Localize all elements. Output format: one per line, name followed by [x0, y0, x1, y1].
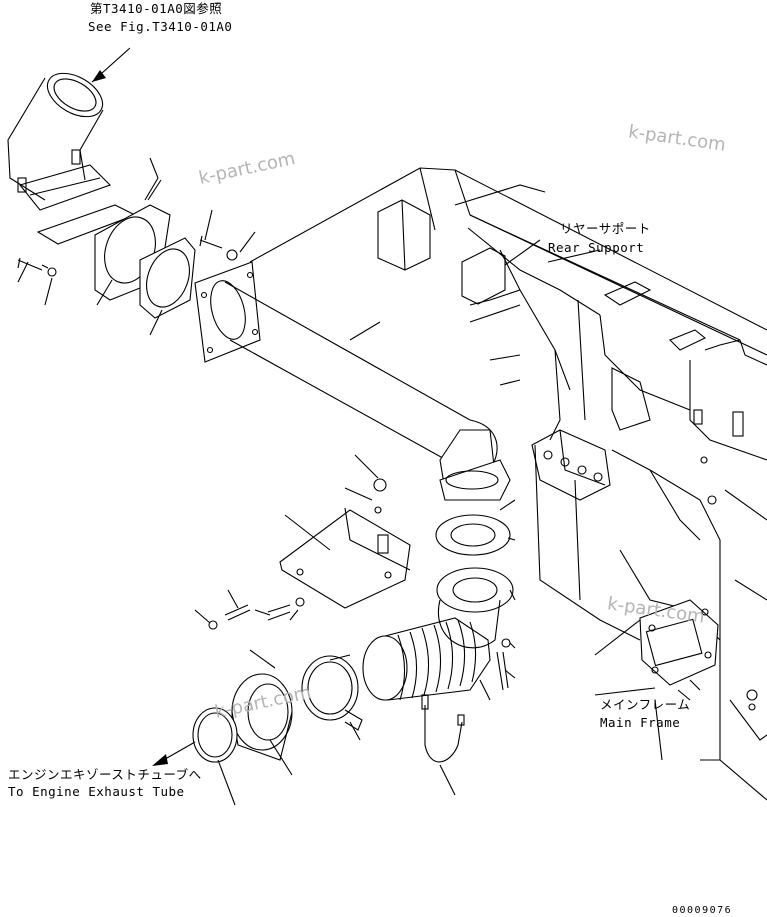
main-frame-label-en: Main Frame	[600, 715, 681, 730]
rear-support-label-jp: リヤーサポート	[560, 221, 651, 236]
heat-shield-plate	[279, 478, 411, 609]
upper-elbow-pipe	[7, 72, 112, 211]
upper-gaskets	[17, 177, 238, 319]
main-frame-label-jp: メインフレーム	[600, 697, 691, 712]
rear-support-label-en: Rear Support	[548, 240, 645, 255]
middle-gaskets	[435, 514, 514, 649]
exhaust-tube-label-jp: エンジンエキゾーストチューブへ	[8, 767, 202, 782]
main-frame-structure	[249, 167, 767, 801]
drawing-code: 00009076	[672, 905, 733, 916]
exhaust-tube-label-en: To Engine Exhaust Tube	[8, 784, 185, 799]
ref-fig-label-jp: 第T3410-01A0図参照	[90, 1, 223, 16]
band-clamp	[301, 655, 363, 731]
flex-bellows	[362, 617, 491, 701]
ref-fig-label-en: See Fig.T3410-01A0	[88, 19, 233, 34]
frame-exhaust-box	[639, 599, 719, 686]
ring-flange	[192, 673, 293, 763]
arrow-icons	[92, 70, 196, 766]
long-exhaust-pipe	[194, 261, 511, 501]
sensor-cable	[421, 694, 465, 763]
